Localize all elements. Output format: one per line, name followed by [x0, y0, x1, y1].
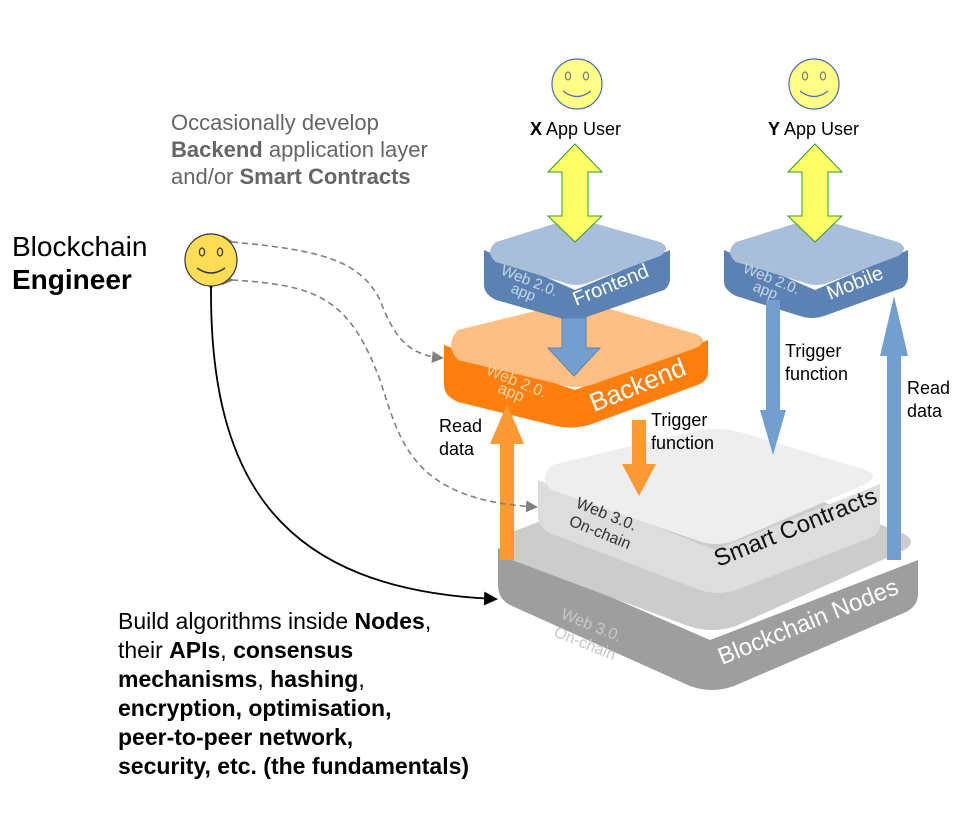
y-user-smiley-icon	[788, 58, 840, 110]
nodes-side	[498, 548, 918, 690]
engineer-smiley-icon	[184, 233, 238, 287]
fundamentals-line5: peer-to-peer network,	[118, 724, 353, 750]
fundamentals-description: Build algorithms inside Nodes, their API…	[118, 608, 469, 779]
mobile-top	[730, 220, 904, 285]
backend-read-label-1: Read	[439, 416, 482, 436]
mobile-read-label-1: Read	[907, 378, 950, 398]
frontend-to-backend-arrow	[546, 317, 602, 377]
frontend-top	[490, 220, 666, 285]
fundamentals-line6: security, etc. (the fundamentals)	[118, 753, 469, 779]
fundamentals-line1: Build algorithms inside Nodes,	[118, 608, 431, 634]
y-user-double-arrow	[786, 143, 844, 243]
backend-trigger-function-arrow	[622, 420, 656, 496]
smart-contracts-side	[538, 480, 880, 593]
blockchain-engineer: Blockchain Engineer	[12, 231, 238, 295]
x-user-smiley-icon	[551, 58, 603, 110]
note-line2: Backend application layer	[171, 137, 428, 162]
backend-trigger-label-2: function	[651, 433, 714, 453]
mobile-trigger-label-2: function	[785, 364, 848, 384]
y-user-label: Y App User	[768, 119, 859, 139]
mobile-trigger-label-1: Trigger	[785, 341, 841, 361]
x-app-user: X App User	[530, 58, 621, 139]
engineer-backend-dashed-link	[221, 235, 444, 364]
mobile-read-data-arrow	[880, 296, 908, 560]
note-line1: Occasionally develop	[171, 110, 379, 135]
engineer-title-line1: Blockchain	[12, 231, 147, 262]
fundamentals-line3: mechanisms, hashing,	[118, 666, 365, 692]
backend-trigger-label-1: Trigger	[651, 410, 707, 430]
smart-contracts-layer: Web 3.0. On-chain Smart Contracts	[538, 429, 881, 593]
mobile-read-label-2: data	[907, 401, 943, 421]
mobile-trigger-function-arrow	[760, 300, 786, 455]
backend-read-label-2: data	[439, 439, 475, 459]
engineer-nodes-link	[204, 275, 498, 606]
note-line3: and/or Smart Contracts	[171, 164, 411, 189]
x-user-label: X App User	[530, 119, 621, 139]
fundamentals-line2: their APIs, consensus	[118, 637, 353, 663]
occasional-development-note: Occasionally develop Backend application…	[171, 110, 428, 189]
y-app-user: Y App User	[768, 58, 859, 139]
fundamentals-line4: encryption, optimisation,	[118, 695, 391, 721]
smart-contracts-top	[545, 429, 873, 544]
engineer-title-line2: Engineer	[12, 264, 132, 295]
x-user-double-arrow	[546, 143, 604, 243]
